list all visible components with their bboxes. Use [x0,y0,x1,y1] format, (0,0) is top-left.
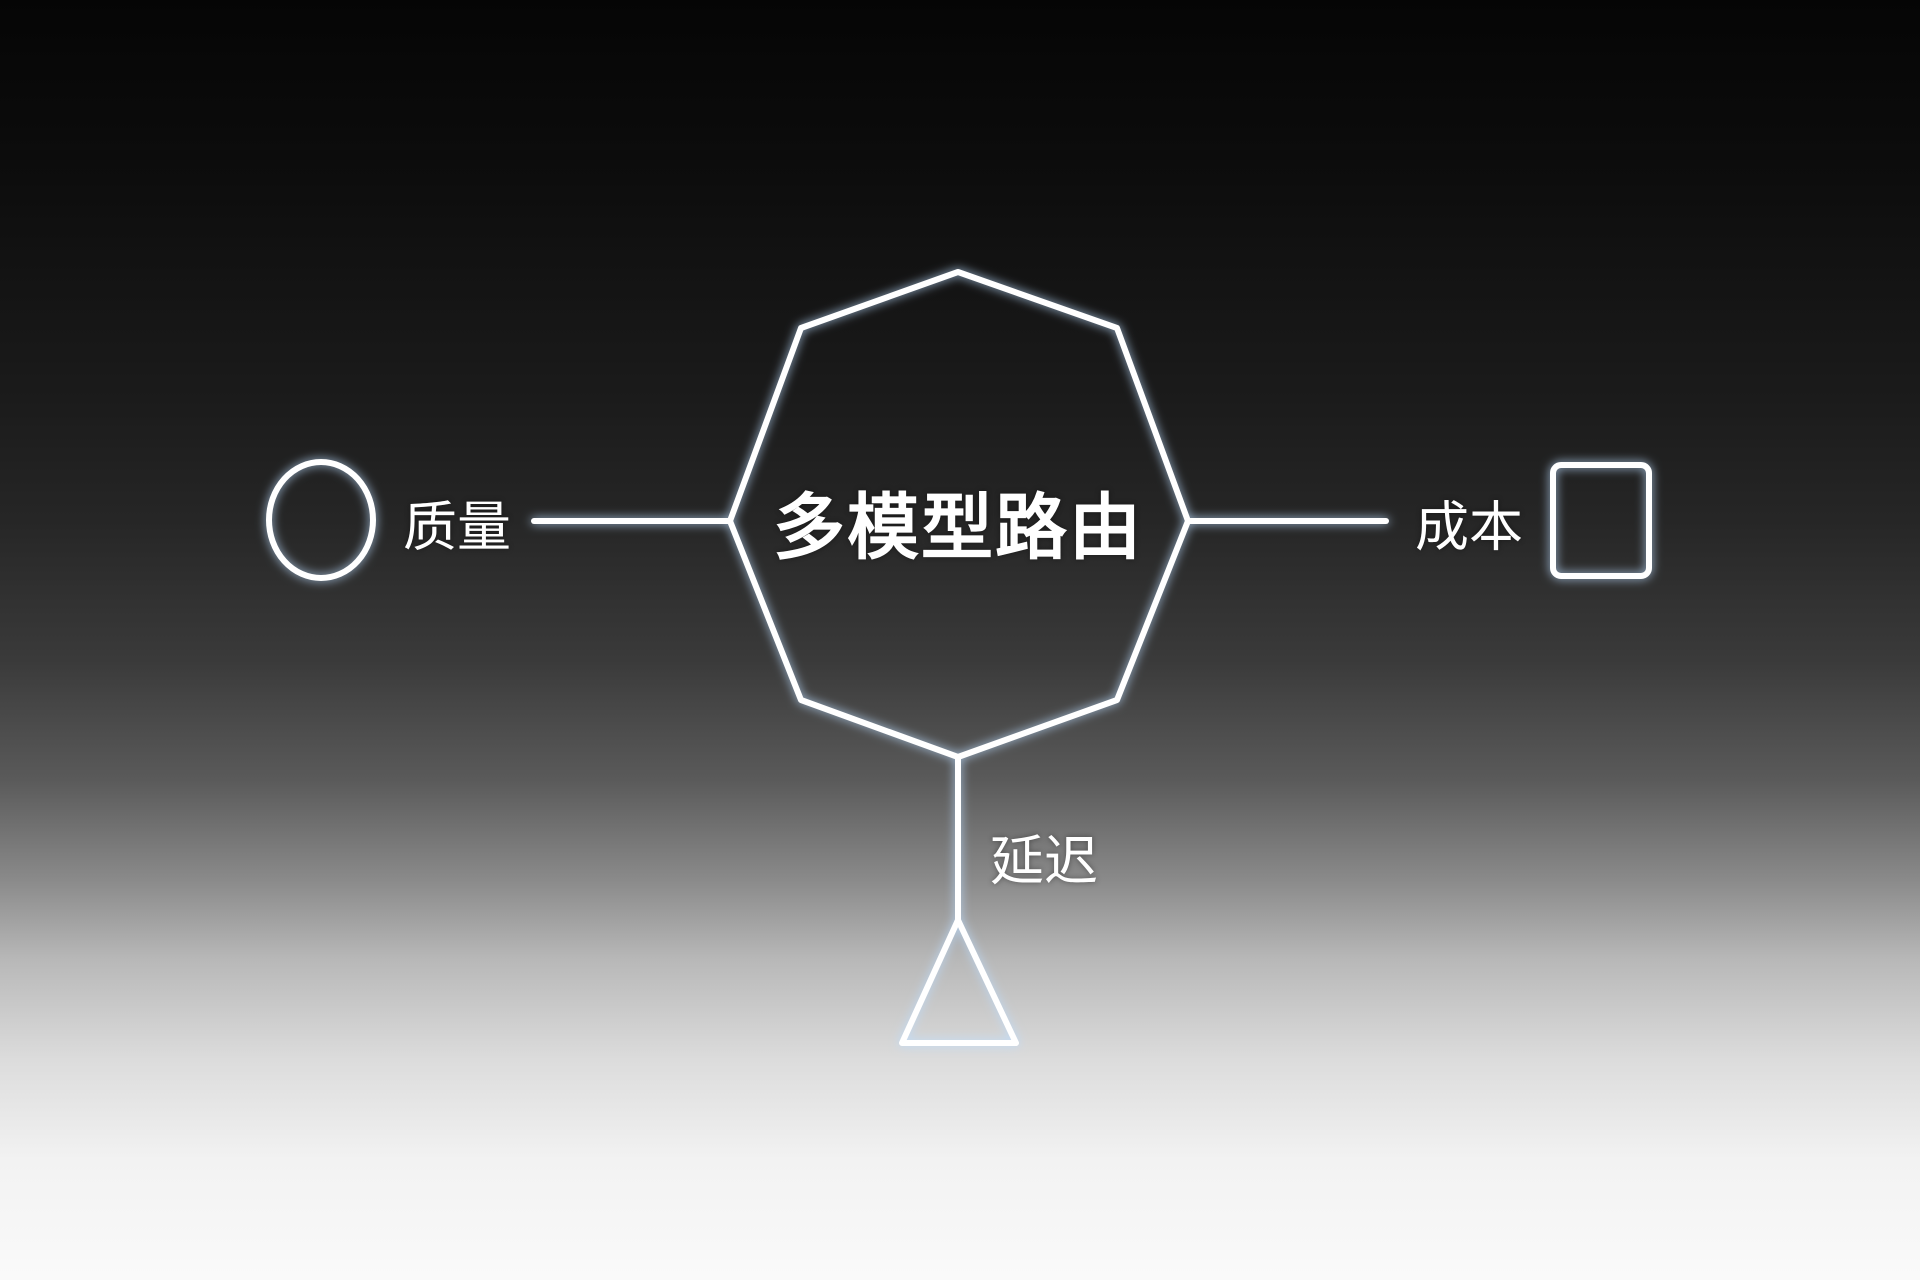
diagram-title: 多模型路由 [772,485,1144,570]
square-icon [1550,462,1652,579]
label-quality: 质量 [403,495,511,559]
triangle-icon [899,917,1019,1046]
label-cost: 成本 [1415,495,1523,559]
label-latency: 延迟 [990,829,1098,893]
circle-icon [266,459,376,581]
